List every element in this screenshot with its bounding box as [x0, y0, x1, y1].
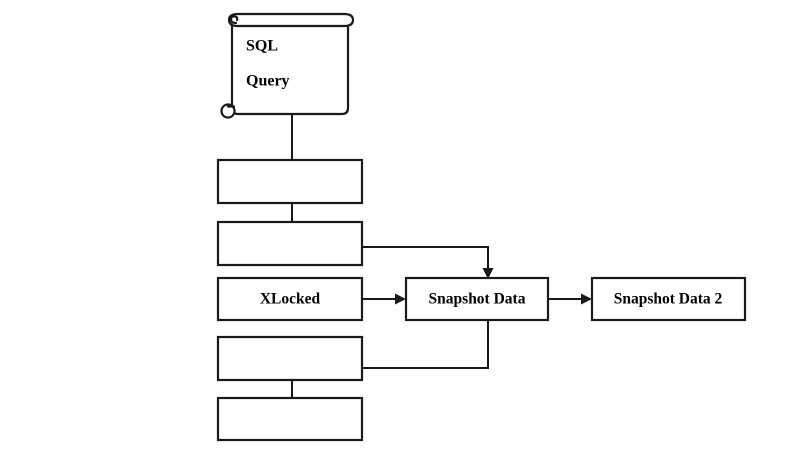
scroll-top-left-curl	[229, 15, 239, 25]
horizontal-connector-layer	[362, 293, 592, 305]
scroll-body-shape	[230, 18, 350, 116]
box-snapshot-data-2-label: Snapshot Data 2	[614, 291, 723, 308]
box-5[interactable]	[216, 396, 364, 442]
left-box-stack: XLocked	[216, 158, 364, 442]
box-xlocked[interactable]	[216, 276, 364, 322]
scroll-bottom-left-roll	[220, 103, 236, 119]
sql-query-scroll[interactable]: SQL Query	[220, 12, 355, 119]
arrowhead-sql-to-snapshot-data	[482, 268, 494, 279]
scroll-label-line-1: SQL	[246, 38, 278, 55]
arrowhead-xlocked-to-snapshot-data	[395, 293, 406, 305]
box-1[interactable]	[216, 158, 364, 205]
connector-snapshot-data-to-box-5	[291, 320, 489, 414]
box-snapshot-data-label: Snapshot Data	[429, 291, 526, 308]
box-snapshot-data[interactable]	[404, 276, 550, 322]
scroll-top-roll	[227, 12, 355, 28]
box-xlocked-label: XLocked	[260, 291, 321, 308]
arrowhead-snapshot-data-to-snapshot-data-2	[581, 293, 592, 305]
box-2[interactable]	[216, 220, 364, 267]
scroll-label-line-2: Query	[246, 73, 290, 90]
box-4[interactable]	[216, 335, 364, 382]
